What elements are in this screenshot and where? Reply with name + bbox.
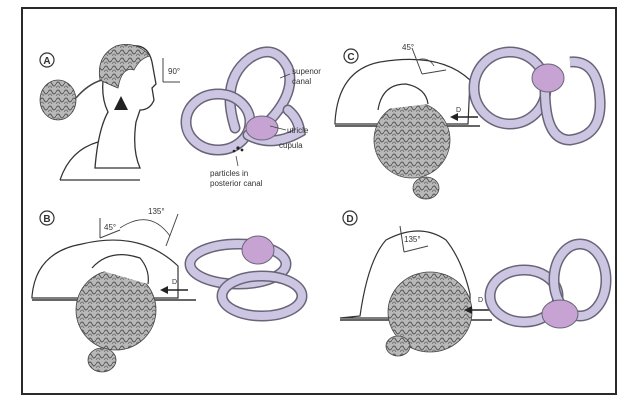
panel-d-letter: D bbox=[346, 214, 353, 225]
leader-line bbox=[236, 156, 238, 166]
panel-a-labyrinth bbox=[186, 52, 300, 152]
panel-a-letter: A bbox=[43, 56, 50, 67]
panel-d-labyrinth bbox=[490, 244, 606, 328]
panel-b-angle-right: 135° bbox=[148, 207, 165, 216]
label-particles-2: posterior canal bbox=[210, 179, 263, 188]
panel-c-labyrinth bbox=[474, 52, 600, 140]
panel-d-patient bbox=[340, 231, 494, 356]
panel-d-direction-marker: D bbox=[478, 297, 483, 304]
panel-c-direction-marker: D bbox=[456, 107, 461, 114]
panel-b-angle-left: 45° bbox=[104, 223, 116, 232]
panel-d-angle-label: 135° bbox=[404, 235, 421, 244]
panel-a-angle-label: 90° bbox=[168, 67, 180, 76]
panel-c-letter: C bbox=[347, 52, 354, 63]
panel-c-patient bbox=[335, 59, 480, 199]
panel-b-letter: B bbox=[43, 214, 50, 225]
panel-d: D 135° D bbox=[340, 211, 606, 356]
panel-b-labyrinth bbox=[190, 236, 302, 316]
label-utricle: utricle bbox=[287, 126, 309, 135]
panel-c: C 45° D bbox=[335, 43, 600, 199]
panel-a-patient-head bbox=[40, 44, 156, 180]
label-particles-1: particles in bbox=[210, 169, 248, 178]
panel-a: A 90° bbox=[40, 44, 321, 188]
label-cupula: cupula bbox=[279, 141, 303, 150]
panel-b-direction-marker: D bbox=[172, 279, 177, 286]
panel-c-angle-label: 45° bbox=[402, 43, 414, 52]
panel-b: B 45° 135° D bbox=[32, 207, 302, 372]
panel-b-patient bbox=[32, 240, 196, 372]
label-superior-canal-2: canal bbox=[292, 77, 311, 86]
label-superior-canal-1: supenor bbox=[292, 67, 321, 76]
